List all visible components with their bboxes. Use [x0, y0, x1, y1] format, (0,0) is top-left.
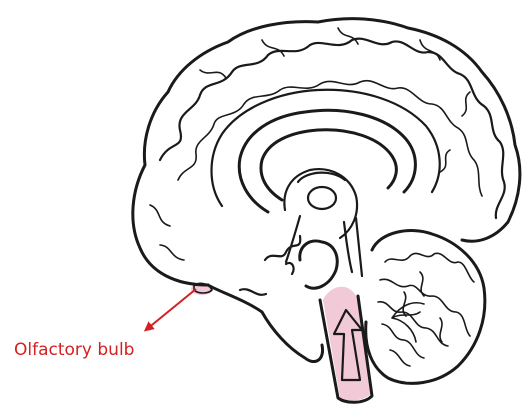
cerebellum-arbor [392, 303, 424, 342]
brainstem-highlight [323, 287, 370, 401]
thalamus-outline [284, 169, 357, 238]
corpus-callosum-outer [239, 110, 415, 212]
olfactory-pointer-arrow [147, 289, 196, 329]
temporal-lobe-outline [208, 285, 323, 362]
gyri-inner-1 [178, 81, 482, 196]
aqueduct [344, 218, 362, 276]
olfactory-bulb-label: Olfactory bulb [14, 340, 134, 360]
cerebrum-outline [133, 19, 520, 285]
cerebellum-outline [366, 231, 485, 384]
pons-outline [300, 241, 337, 288]
thalamus-mass [308, 187, 336, 209]
cerebellum-folia [378, 253, 474, 366]
